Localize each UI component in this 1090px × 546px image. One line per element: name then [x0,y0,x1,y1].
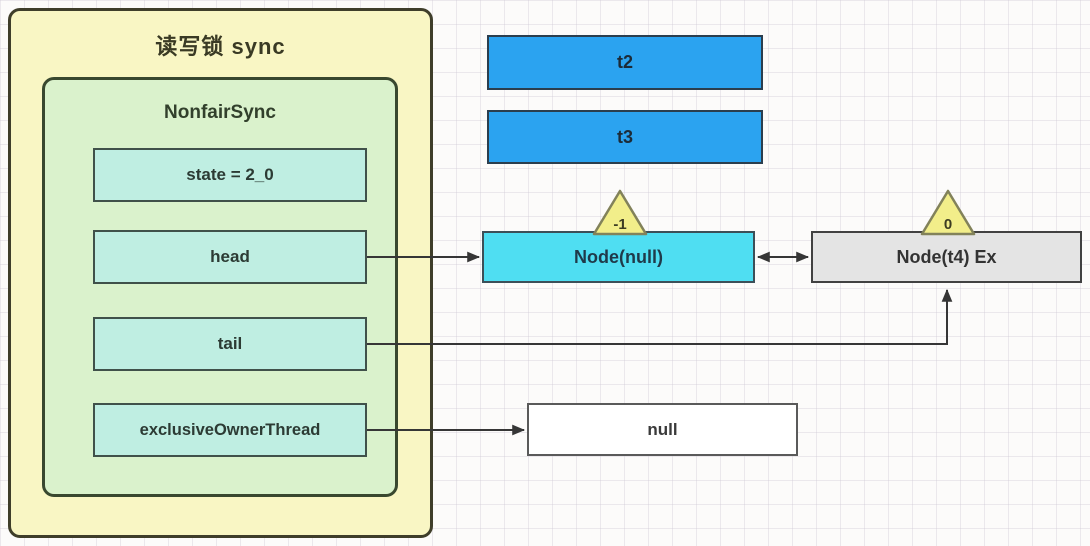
triangle-shape [920,189,976,236]
field-tail: tail [93,317,367,371]
thread-t2-box: t2 [487,35,763,90]
field-head: head [93,230,367,284]
wait-status-value-node-t4: 0 [944,216,952,233]
node-t4-ex-box: Node(t4) Ex [811,231,1082,283]
node-null-box: Node(null) [482,231,755,283]
tail-to-node-t4-arrow [367,288,953,345]
readwrite-lock-sync-title: 读写锁 sync [155,34,286,59]
wait-status-triangle-node-null: -1 [592,189,648,236]
thread-t3-box: t3 [487,110,763,164]
nonfairsync-title: NonfairSync [164,102,276,123]
field-exclusive-owner-thread: exclusiveOwnerThread [93,403,367,457]
null-value-box: null [527,403,798,456]
wait-status-value-node-null: -1 [613,216,626,233]
wait-status-triangle-node-t4: 0 [920,189,976,236]
triangle-shape [592,189,648,236]
field-state: state = 2_0 [93,148,367,202]
